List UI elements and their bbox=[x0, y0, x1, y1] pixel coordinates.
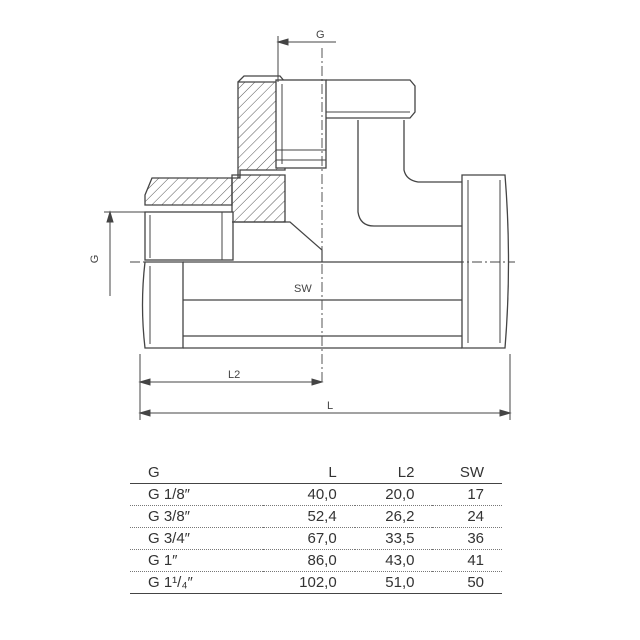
hatched-section bbox=[144, 75, 286, 223]
table-row: G 1″ 86,0 43,0 41 bbox=[130, 550, 502, 572]
table-header-row: G L L2 SW bbox=[130, 461, 502, 484]
dim-label-sw: SW bbox=[294, 283, 312, 295]
top-nut-outline bbox=[326, 79, 462, 227]
left-collar bbox=[141, 261, 184, 349]
cell-sw: 17 bbox=[467, 486, 484, 503]
table-row: G 1¹/₄″ 102,0 51,0 50 bbox=[130, 572, 502, 594]
table-row: G 1/8″ 40,0 20,0 17 bbox=[130, 484, 502, 506]
cell-l: 102,0 bbox=[299, 574, 337, 591]
dim-label-g-top: G bbox=[316, 29, 325, 41]
dim-l bbox=[138, 354, 512, 420]
cell-l2: 43,0 bbox=[385, 552, 415, 569]
dim-label-l: L bbox=[327, 400, 333, 412]
dim-g-side bbox=[104, 210, 147, 296]
dim-g-top bbox=[276, 36, 336, 82]
cell-l: 86,0 bbox=[307, 552, 337, 569]
cell-g: G 3/4″ bbox=[148, 530, 190, 547]
dimension-table: G L L2 SW G 1/8″ 40,0 20,0 17 G 3/8″ 52,… bbox=[130, 461, 502, 594]
cell-sw: 50 bbox=[467, 574, 484, 591]
cell-sw: 36 bbox=[467, 530, 484, 547]
cell-g: G 3/8″ bbox=[148, 508, 190, 525]
cell-l: 40,0 bbox=[307, 486, 337, 503]
cell-sw: 24 bbox=[467, 508, 484, 525]
dim-label-l2: L2 bbox=[228, 369, 240, 381]
cell-g: G 1¹/₄″ bbox=[148, 574, 193, 591]
dim-label-g-side: G bbox=[89, 255, 101, 264]
top-bore bbox=[275, 79, 327, 169]
column-header-l2: L2 bbox=[354, 461, 433, 484]
dim-l2 bbox=[138, 354, 324, 420]
main-run bbox=[183, 261, 462, 349]
center-lines bbox=[130, 48, 515, 385]
column-header-g: G bbox=[130, 461, 264, 484]
left-bore bbox=[144, 211, 323, 262]
cell-l2: 51,0 bbox=[385, 574, 415, 591]
cell-g: G 1″ bbox=[148, 552, 178, 569]
cell-l2: 26,2 bbox=[385, 508, 415, 525]
cell-l2: 20,0 bbox=[385, 486, 415, 503]
table-row: G 3/4″ 67,0 33,5 36 bbox=[130, 528, 502, 550]
cell-g: G 1/8″ bbox=[148, 486, 190, 503]
table-row: G 3/8″ 52,4 26,2 24 bbox=[130, 506, 502, 528]
tee-fitting-drawing: G G SW L2 L bbox=[89, 29, 515, 420]
right-collar bbox=[461, 174, 510, 349]
cell-sw: 41 bbox=[467, 552, 484, 569]
cell-l2: 33,5 bbox=[385, 530, 415, 547]
cell-l: 67,0 bbox=[307, 530, 337, 547]
column-header-l: L bbox=[263, 461, 355, 484]
cell-l: 52,4 bbox=[307, 508, 337, 525]
column-header-sw: SW bbox=[432, 461, 502, 484]
